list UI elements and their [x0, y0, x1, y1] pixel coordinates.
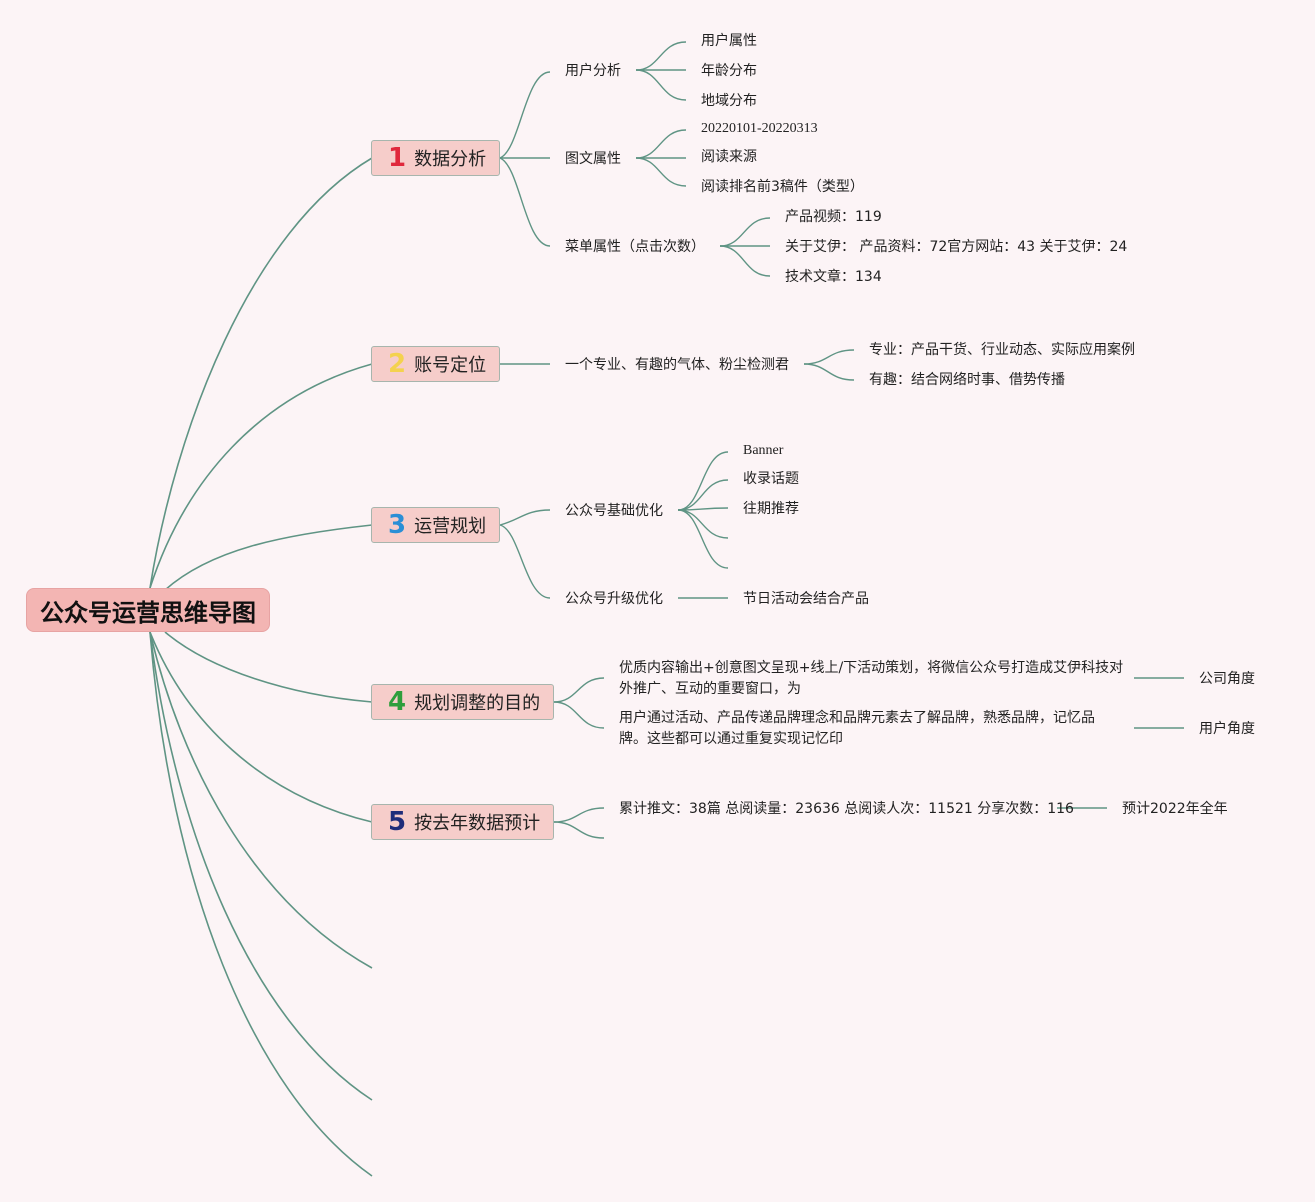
branch-2-node[interactable]: 2 账号定位 [371, 346, 500, 382]
root-node[interactable]: 公众号运营思维导图 [26, 588, 270, 632]
b5-stats[interactable]: 累计推文：38篇 总阅读量：23636 总阅读人次：11521 分享次数：116 [619, 801, 1074, 817]
branch-1-number: 1 [388, 143, 407, 173]
b1-article-item-1[interactable]: 20220101-20220313 [701, 121, 818, 136]
branch-3-label: 运营规划 [414, 516, 487, 537]
b4-user-text[interactable]: 用户通过活动、产品传递品牌理念和品牌元素去了解品牌，熟悉品牌，记忆品牌。这些都可… [619, 710, 1095, 747]
branch-1-label: 数据分析 [414, 149, 487, 170]
b4-company-label[interactable]: 公司角度 [1199, 671, 1255, 687]
connector-b4-user [553, 701, 605, 729]
connector-root-empty-1 [149, 631, 373, 969]
root-label: 公众号运营思维导图 [40, 598, 256, 627]
connector-b3-basic-4 [677, 509, 729, 539]
b1-user-item-2[interactable]: 年龄分布 [701, 63, 757, 79]
connector-b1-menu [499, 157, 551, 247]
connector-b1-article-1 [635, 129, 687, 159]
connector-b1-menu-3 [719, 245, 771, 277]
b2-positioning[interactable]: 一个专业、有趣的气体、粉尘检测君 [565, 357, 789, 373]
b2-item-1[interactable]: 专业：产品干货、行业动态、实际应用案例 [869, 342, 1135, 358]
branch-5-number: 5 [388, 807, 407, 837]
connector-b1-user-3 [635, 69, 687, 101]
connector-root-branch-1 [149, 157, 373, 589]
b1-article-attr[interactable]: 图文属性 [565, 151, 621, 167]
b1-menu-attr[interactable]: 菜单属性（点击次数） [565, 239, 705, 255]
branch-2-label: 账号定位 [414, 355, 487, 376]
b4-company-text[interactable]: 优质内容输出+创意图文呈现+线上/下活动策划，将微信公众号打造成艾伊科技对外推广… [619, 660, 1124, 697]
connector-root-branch-3 [164, 524, 373, 591]
b3-upgrade[interactable]: 公众号升级优化 [565, 591, 663, 607]
branch-4-label: 规划调整的目的 [414, 693, 541, 714]
b3-basic-item-2[interactable]: 收录话题 [743, 471, 799, 487]
b1-menu-item-3[interactable]: 技术文章：134 [785, 269, 882, 285]
connector-b5-empty [553, 821, 605, 839]
connector-b3-basic-5 [677, 509, 729, 569]
branch-1-node[interactable]: 1 数据分析 [371, 140, 500, 176]
b2-item-2[interactable]: 有趣：结合网络时事、借势传播 [869, 372, 1065, 388]
connector-root-branch-5 [149, 631, 373, 823]
connector-b1-user [499, 71, 551, 159]
b5-forecast[interactable]: 预计2022年全年 [1122, 801, 1228, 817]
branch-5-node[interactable]: 5 按去年数据预计 [371, 804, 554, 840]
connector-b1-user-1 [635, 41, 687, 71]
connector-b4-company [553, 677, 605, 703]
connector-root-empty-2 [149, 631, 373, 1101]
branch-4-number: 4 [388, 687, 407, 717]
connector-b2-item-1 [803, 349, 855, 365]
branch-3-node[interactable]: 3 运营规划 [371, 507, 500, 543]
connector-root-branch-2 [149, 363, 373, 589]
connector-root-branch-4 [164, 631, 373, 703]
connector-b3-upgrade [499, 524, 551, 599]
b1-user-analysis[interactable]: 用户分析 [565, 63, 621, 79]
branch-2-number: 2 [388, 349, 407, 379]
connector-root-empty-3 [149, 631, 373, 1177]
branch-5-label: 按去年数据预计 [414, 813, 541, 834]
b3-basic[interactable]: 公众号基础优化 [565, 503, 663, 519]
b1-menu-item-1[interactable]: 产品视频：119 [785, 209, 882, 225]
connector-b2-item-2 [803, 363, 855, 381]
b1-user-item-3[interactable]: 地域分布 [701, 93, 757, 109]
b1-article-item-3[interactable]: 阅读排名前3稿件（类型） [701, 179, 864, 195]
branch-4-node[interactable]: 4 规划调整的目的 [371, 684, 554, 720]
connector-b3-basic [499, 509, 551, 526]
connector-b5-stats [553, 807, 605, 823]
b1-article-item-2[interactable]: 阅读来源 [701, 149, 757, 165]
b3-upgrade-item[interactable]: 节日活动会结合产品 [743, 591, 869, 607]
b1-user-item-1[interactable]: 用户属性 [701, 33, 757, 49]
b1-menu-item-2[interactable]: 关于艾伊： 产品资料：72官方网站：43 关于艾伊：24 [785, 239, 1128, 255]
connector-b3-basic-1 [677, 451, 729, 511]
connector-b3-basic-2 [677, 479, 729, 511]
b3-basic-item-1[interactable]: Banner [743, 443, 784, 458]
b3-basic-item-3[interactable]: 往期推荐 [743, 501, 799, 517]
connector-b1-menu-1 [719, 217, 771, 247]
branch-3-number: 3 [388, 510, 407, 540]
connector-b1-article-3 [635, 157, 687, 187]
b4-user-label[interactable]: 用户角度 [1199, 721, 1255, 737]
